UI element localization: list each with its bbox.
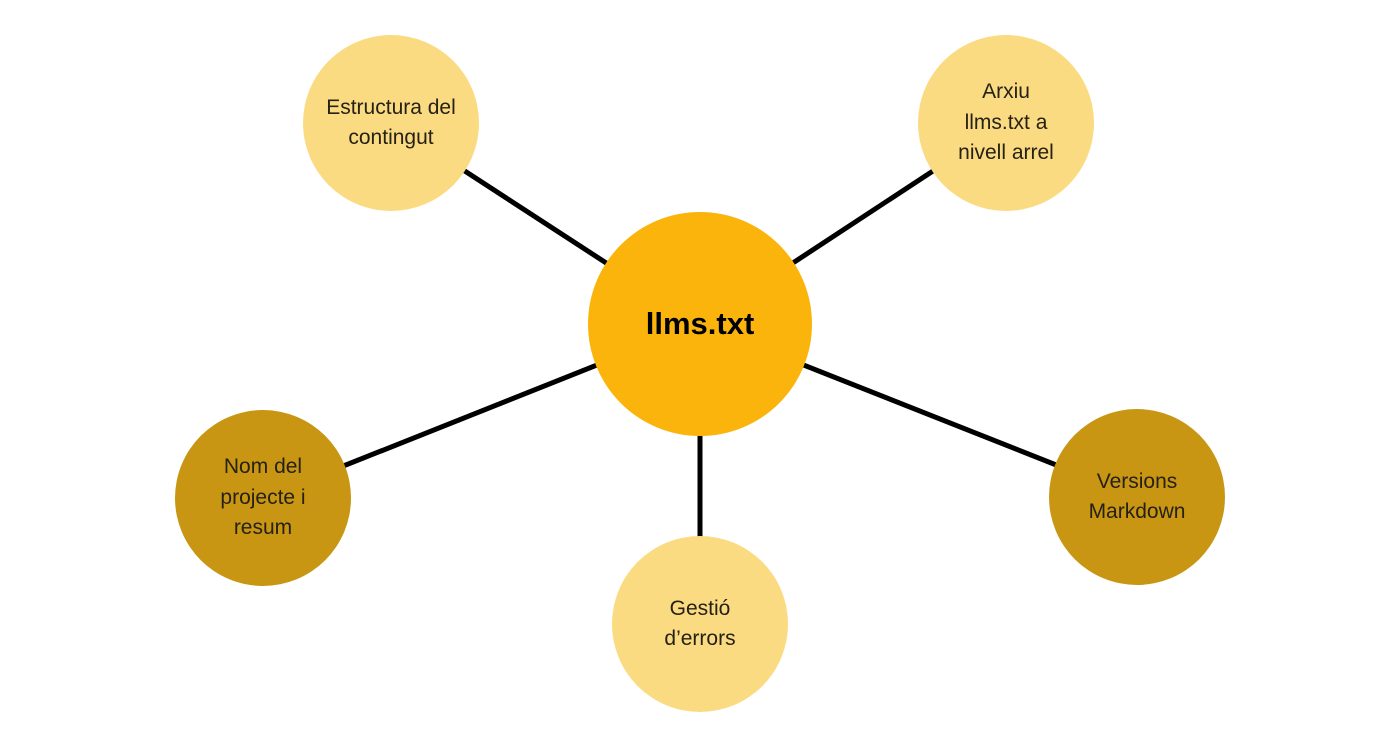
node-nom-del-projecte: Nom del projecte i resum <box>175 410 351 586</box>
node-label: Nom del projecte i resum <box>220 455 306 540</box>
node-label: Arxiu llms.txt a nivell arrel <box>958 80 1054 165</box>
node-versions-markdown: Versions Markdown <box>1049 409 1225 585</box>
node-label: Gestió d’errors <box>664 596 736 650</box>
node-label: Versions Markdown <box>1088 469 1186 523</box>
node-estructura-del-contingut: Estructura del contingut <box>303 35 479 211</box>
node-arxiu-llms-txt: Arxiu llms.txt a nivell arrel <box>918 35 1094 211</box>
node-label: Estructura del contingut <box>326 95 456 149</box>
node-label: llms.txt <box>645 306 755 342</box>
node-gestio-derrors: Gestió d’errors <box>612 536 788 712</box>
node-central: llms.txt <box>588 212 812 436</box>
